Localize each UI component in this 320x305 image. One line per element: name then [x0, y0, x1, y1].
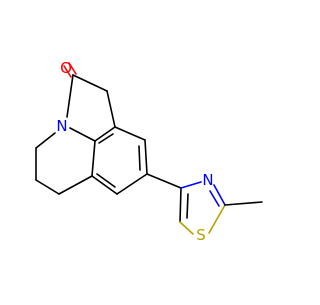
bond-c10-c11 [35, 179, 60, 195]
bond-c3-c4 [114, 126, 146, 141]
bond-c1-o-b [68, 62, 77, 75]
atom-label-group: O N N S [56, 59, 213, 244]
lactam-nitrogen-atom-label: N [56, 117, 67, 135]
bond-group [35, 62, 263, 235]
structure-canvas: O N N S [35, 59, 263, 244]
bond-t4-t5 [179, 187, 182, 223]
bond-t2-me [224, 201, 263, 206]
bond-t4-t5-inner [186, 193, 189, 219]
bond-c1-o-a [63, 65, 72, 78]
bond-c6-c7-inner [96, 173, 116, 188]
bond-c3-c8 [94, 126, 116, 142]
oxygen-atom-label: O [60, 59, 72, 77]
bond-c4-c5-inner [138, 145, 141, 171]
bond-c5-t4 [146, 173, 182, 189]
bond-n-t2-inner [209, 190, 220, 207]
bond-c7-c8 [91, 140, 96, 177]
bond-t5-s [179, 221, 194, 235]
bond-c5-c6 [116, 173, 148, 195]
bond-c4-c5 [144, 139, 148, 175]
bond-n-c9 [35, 132, 56, 149]
bond-c1-c2 [72, 74, 108, 92]
bond-n-t2 [213, 184, 226, 206]
bond-c11-c7 [58, 175, 93, 195]
bond-c6-c7 [91, 175, 118, 195]
bond-c2-c3 [106, 90, 116, 128]
sulfur-atom-label: S [196, 226, 206, 244]
bond-n-c8 [69, 127, 96, 142]
thiazole-nitrogen-atom-label: N [202, 171, 213, 189]
bond-c3-c8-inner [98, 133, 114, 144]
bond-s-t2 [208, 204, 226, 234]
bond-c1-n [66, 74, 74, 118]
molecule-structure: O N N S [35, 59, 263, 244]
bond-t4-n [180, 181, 202, 189]
